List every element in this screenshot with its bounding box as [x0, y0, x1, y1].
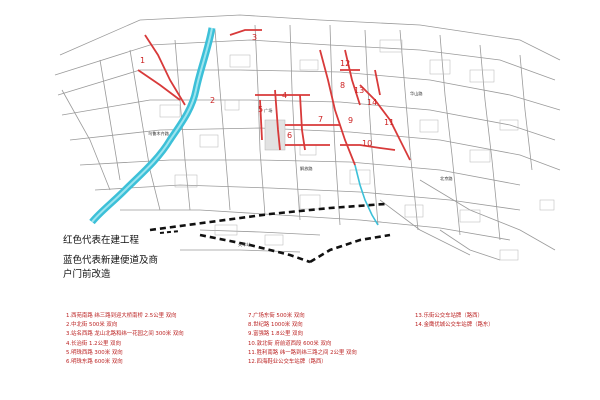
route-item-4: 4.长治街 1.2公里 双向	[66, 340, 121, 347]
route-item-8: 8.世纪路 1000米 双向	[248, 322, 303, 329]
route-list-column-3: 13.乐街公交车站牌（路西） 14.金鹰优城公交车站牌（路东）	[415, 312, 494, 330]
building-blocks	[159, 39, 555, 261]
route-number-8: 8	[340, 81, 345, 90]
route-item-7: 7.广场东街 500米 双向	[248, 313, 305, 319]
route-item-3: 3.站名西路 龙山北路和纬一花园之间 300米 双向	[66, 331, 184, 338]
route-item-12: 12.四海鞋业公交车站牌（路西）	[248, 359, 327, 366]
road-network	[54, 14, 561, 261]
route-number-1: 1	[140, 56, 145, 65]
route-number-5: 5	[258, 105, 263, 114]
route-number-4: 4	[282, 91, 287, 100]
route-item-1: 1.西苑南路 纬三路到迎大桥南桥 2.5公里 双向	[66, 313, 177, 319]
route-number-9: 9	[348, 116, 353, 125]
route-item-5: 5.明珠西路 300米 双向	[66, 349, 123, 356]
place-name: 乌鲁木齐路	[148, 130, 170, 137]
route-list-column-1: 1.西苑南路 纬三路到迎大桥南桥 2.5公里 双向 2.中北街 500米 双向 …	[66, 312, 184, 367]
legend-red-construction: 红色代表在建工程	[63, 235, 140, 246]
route-number-7: 7	[318, 115, 323, 124]
route-list-column-2: 7.广场东街 500米 双向 8.世纪路 1000米 双向 9.富强路 1.8公…	[248, 312, 357, 367]
rail-spur	[159, 230, 181, 234]
route-item-13: 13.乐街公交车站牌（路西）	[415, 313, 483, 319]
legend-blue-line-2: 户门前改造	[63, 269, 111, 280]
route-number-labels: 1 2 3 4 5 6 7 8 9 10 11 12 13 14	[140, 33, 394, 148]
route-number-14: 14	[367, 98, 377, 107]
route-item-9: 9.富强路 1.8公里 双向	[248, 331, 303, 338]
river-inner	[91, 27, 213, 223]
place-name: 火车站	[238, 241, 251, 248]
place-name: 华山路	[410, 90, 423, 97]
map-legend: 红色代表在建工程 蓝色代表新建便道及商 户门前改造	[63, 234, 173, 282]
route-number-12: 12	[340, 59, 350, 68]
place-name: 广场	[264, 107, 272, 114]
place-name: 北京路	[440, 175, 453, 182]
route-item-11: 11.胜利南路 纬一路到纬三路之间 2公里 双向	[248, 349, 357, 356]
route-item-6: 6.明珠东路 600米 双向	[66, 359, 123, 366]
route-number-2: 2	[210, 96, 215, 105]
route-number-3: 3	[252, 33, 257, 42]
river	[89, 27, 216, 225]
route-number-13: 13	[354, 86, 364, 95]
place-names: 乌鲁木齐路 华山路 解放路 北京路 广场 火车站	[148, 90, 453, 248]
railway	[149, 202, 391, 264]
route-item-14: 14.金鹰优城公交车站牌（路东）	[415, 322, 494, 329]
route-item-10: 10.敦北街 府前道西段 600米 双向	[248, 340, 332, 347]
route-item-2: 2.中北街 500米 双向	[66, 322, 118, 329]
route-number-10: 10	[362, 139, 372, 148]
canal	[354, 164, 379, 226]
place-name: 解放路	[300, 165, 313, 172]
route-number-11: 11	[384, 118, 394, 127]
legend-blue-line-1: 蓝色代表新建便道及商	[63, 255, 159, 266]
route-number-6: 6	[287, 131, 292, 140]
construction-roads	[137, 29, 411, 166]
